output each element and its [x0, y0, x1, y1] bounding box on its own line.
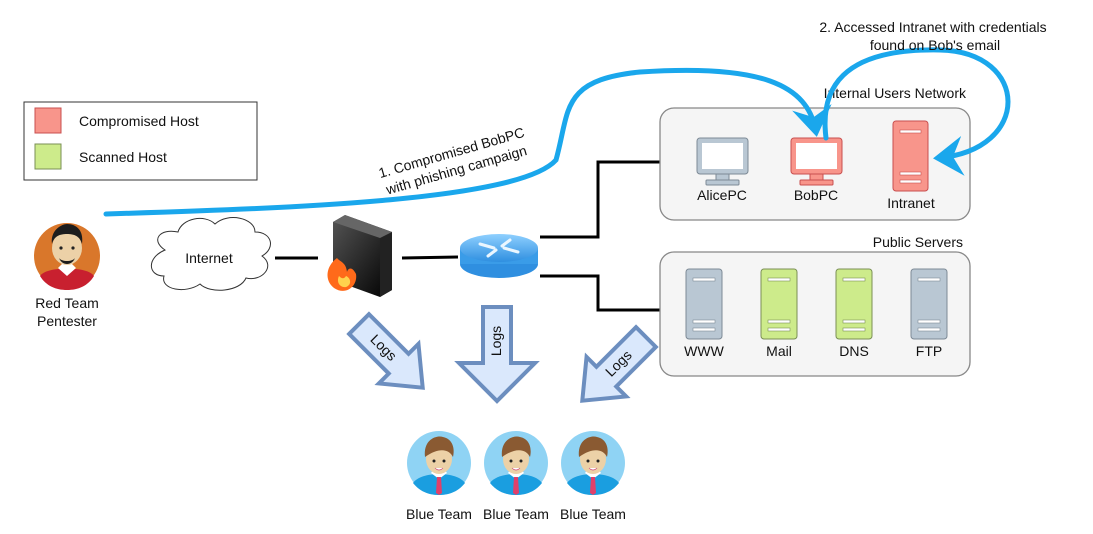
log-arrow-2: Logs [454, 305, 540, 404]
host-label: Intranet [887, 195, 935, 211]
blue-team-group: Blue Team Blue Team Blue T [406, 431, 626, 522]
host-intranet[interactable]: Intranet [887, 120, 935, 211]
legend: Compromised Host Scanned Host [23, 101, 258, 181]
internal-users-network: Internal Users Network AlicePC BobPC [659, 85, 971, 221]
server-icon [892, 120, 929, 192]
attacker-label-line2: Pentester [37, 313, 97, 329]
link-router-internal [540, 160, 660, 239]
internet-cloud[interactable]: Internet [150, 217, 271, 291]
red-team-pentester[interactable]: Red Team Pentester [34, 223, 100, 329]
defender-avatar-icon [561, 431, 625, 495]
internet-label: Internet [185, 250, 233, 266]
blue-team-member[interactable]: Blue Team [560, 431, 626, 522]
public-servers-title: Public Servers [873, 234, 963, 250]
log-arrow-3: Logs [580, 324, 659, 403]
network-links [275, 160, 660, 312]
public-servers: Public Servers WWW Mail [659, 234, 971, 377]
pc-icon [696, 137, 749, 186]
internal-network-title: Internal Users Network [824, 85, 967, 101]
legend-compromised-label: Compromised Host [79, 113, 199, 129]
attacker-avatar-icon [34, 223, 100, 290]
firewall[interactable] [327, 215, 392, 297]
legend-scanned-label: Scanned Host [79, 149, 167, 165]
log-arrow-1: Logs [346, 311, 425, 390]
host-label: FTP [916, 343, 942, 359]
host-alicepc[interactable]: AlicePC [696, 137, 749, 203]
host-www[interactable]: WWW [684, 268, 725, 359]
server-icon [835, 268, 873, 340]
blue-team-label: Blue Team [406, 506, 472, 522]
host-label: AlicePC [697, 187, 747, 203]
firewall-icon [327, 215, 392, 297]
host-label: BobPC [794, 187, 838, 203]
cloud-icon [150, 217, 271, 291]
attacker-label-line1: Red Team [35, 295, 99, 311]
blue-team-label: Blue Team [483, 506, 549, 522]
step2-line1: 2. Accessed Intranet with credentials [819, 19, 1046, 35]
host-mail[interactable]: Mail [760, 268, 798, 359]
link-router-public [540, 274, 660, 312]
blue-team-label: Blue Team [560, 506, 626, 522]
router-icon [460, 234, 538, 278]
blue-team-member[interactable]: Blue Team [483, 431, 549, 522]
step1-annotation: 1. Compromised BobPC with phishing campa… [377, 124, 529, 198]
host-label: DNS [839, 343, 869, 359]
legend-scanned-swatch [34, 143, 62, 170]
link-firewall-router [401, 255, 459, 260]
step2-annotation: 2. Accessed Intranet with credentials fo… [819, 19, 1046, 53]
log-arrows: Logs Logs Logs [346, 305, 659, 404]
host-dns[interactable]: DNS [835, 268, 873, 359]
router[interactable] [460, 234, 538, 278]
host-label: Mail [766, 343, 792, 359]
host-ftp[interactable]: FTP [910, 268, 948, 359]
defender-avatar-icon [484, 431, 548, 495]
step2-line2: found on Bob's email [870, 37, 1000, 53]
attack-paths [103, 47, 1011, 217]
host-bobpc[interactable]: BobPC [790, 137, 843, 203]
defender-avatar-icon [407, 431, 471, 495]
server-icon [910, 268, 948, 340]
server-icon [760, 268, 798, 340]
host-label: WWW [684, 343, 724, 359]
blue-team-member[interactable]: Blue Team [406, 431, 472, 522]
log-arrow-label: Logs [488, 326, 504, 356]
pc-icon [790, 137, 843, 186]
legend-compromised-swatch [34, 107, 62, 134]
attack-path-phishing [103, 67, 832, 217]
attack-path-intranet [822, 47, 1011, 176]
server-icon [685, 268, 723, 340]
